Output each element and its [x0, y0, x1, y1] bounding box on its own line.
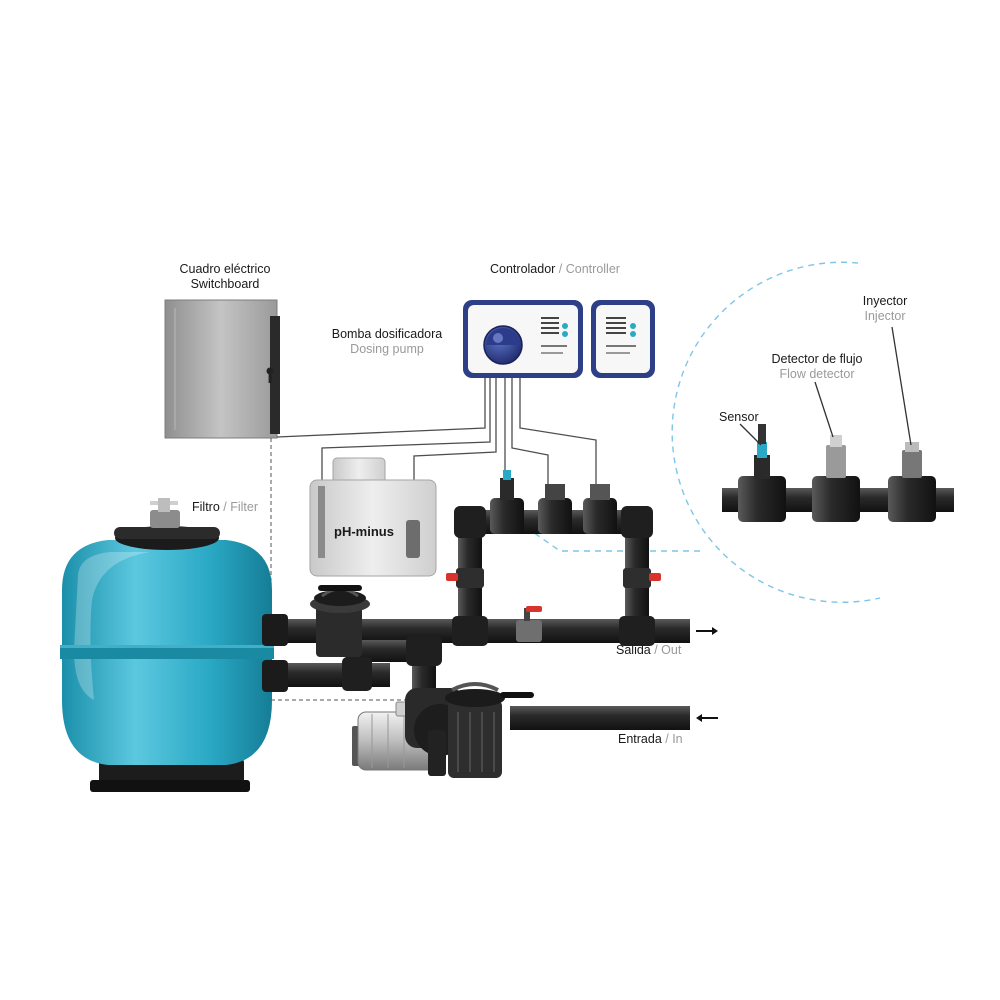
- controller-display-icon: [606, 317, 636, 354]
- sensor-label: Sensor: [719, 410, 759, 425]
- injector-label: Inyector Injector: [845, 294, 925, 324]
- detail-flow-detector-fitting: [812, 435, 860, 522]
- controller-display-icon: [541, 317, 568, 354]
- pump-strainer: [445, 682, 534, 778]
- tank-label: pH-minus: [334, 524, 394, 539]
- bypass-valve-right: [623, 568, 661, 588]
- ph-minus-tank: [309, 457, 437, 577]
- controller-label-es: Controlador: [490, 262, 556, 276]
- detail-sensor-fitting: [738, 424, 786, 522]
- bypass-pipe: [446, 470, 661, 630]
- controller-label-en: Controller: [565, 262, 620, 276]
- door-handle-icon: [266, 367, 274, 383]
- dosing-pump-head-icon: [483, 325, 523, 365]
- detail-leader-lines: [739, 326, 912, 446]
- switchboard-label: Cuadro eléctrico Switchboard: [150, 262, 300, 292]
- multiport-valve: [310, 585, 370, 657]
- filter-label-sep: /: [219, 500, 231, 514]
- circulation-pump: [352, 682, 534, 778]
- dosing-pump-label: Bomba dosificadora Dosing pump: [312, 327, 462, 357]
- inlet-label-sep: /: [661, 732, 673, 746]
- switchboard-label-en: Switchboard: [190, 277, 260, 291]
- controller-label-sep: /: [555, 262, 566, 276]
- bypass-valve-left: [446, 568, 484, 588]
- dosing-pump-label-en: Dosing pump: [350, 342, 424, 356]
- detail-pipe: [722, 424, 954, 522]
- flow-detector-label-es: Detector de flujo: [771, 352, 863, 366]
- filter-label: Filtro / Filter: [192, 500, 258, 515]
- detail-injector-fitting: [888, 442, 936, 522]
- inlet-label: Entrada / In: [618, 732, 683, 747]
- switchboard-label-es: Cuadro eléctrico: [179, 262, 271, 276]
- inlet-label-es: Entrada: [618, 732, 662, 746]
- injector-label-es: Inyector: [862, 294, 908, 308]
- main-valve: [516, 606, 542, 642]
- sand-filter: [60, 498, 288, 792]
- detail-callout: [529, 261, 881, 603]
- outlet-label-sep: /: [650, 643, 662, 657]
- return-pipe: [270, 636, 442, 700]
- out-arrow-icon: [696, 627, 718, 635]
- controller-main: [463, 300, 583, 378]
- flow-detector-label-en: Flow detector: [779, 367, 855, 381]
- controller-secondary: [591, 300, 655, 378]
- injector-label-en: Injector: [864, 309, 906, 323]
- inlet-label-en: In: [672, 732, 683, 746]
- inlet-pipe: [510, 706, 690, 730]
- outlet-label-es: Salida: [616, 643, 651, 657]
- outlet-label: Salida / Out: [616, 643, 681, 658]
- outlet-label-en: Out: [661, 643, 682, 657]
- controller-label: Controlador / Controller: [490, 262, 620, 277]
- switchboard: [164, 299, 280, 439]
- in-arrow-icon: [696, 714, 718, 722]
- pressure-gauge-icon: [150, 498, 178, 512]
- filter-label-en: Filter: [230, 500, 258, 514]
- sensor-label-text: Sensor: [719, 410, 759, 424]
- flow-detector-label: Detector de flujo Flow detector: [752, 352, 882, 382]
- dosing-pump-label-es: Bomba dosificadora: [331, 327, 443, 341]
- filter-label-es: Filtro: [192, 500, 220, 514]
